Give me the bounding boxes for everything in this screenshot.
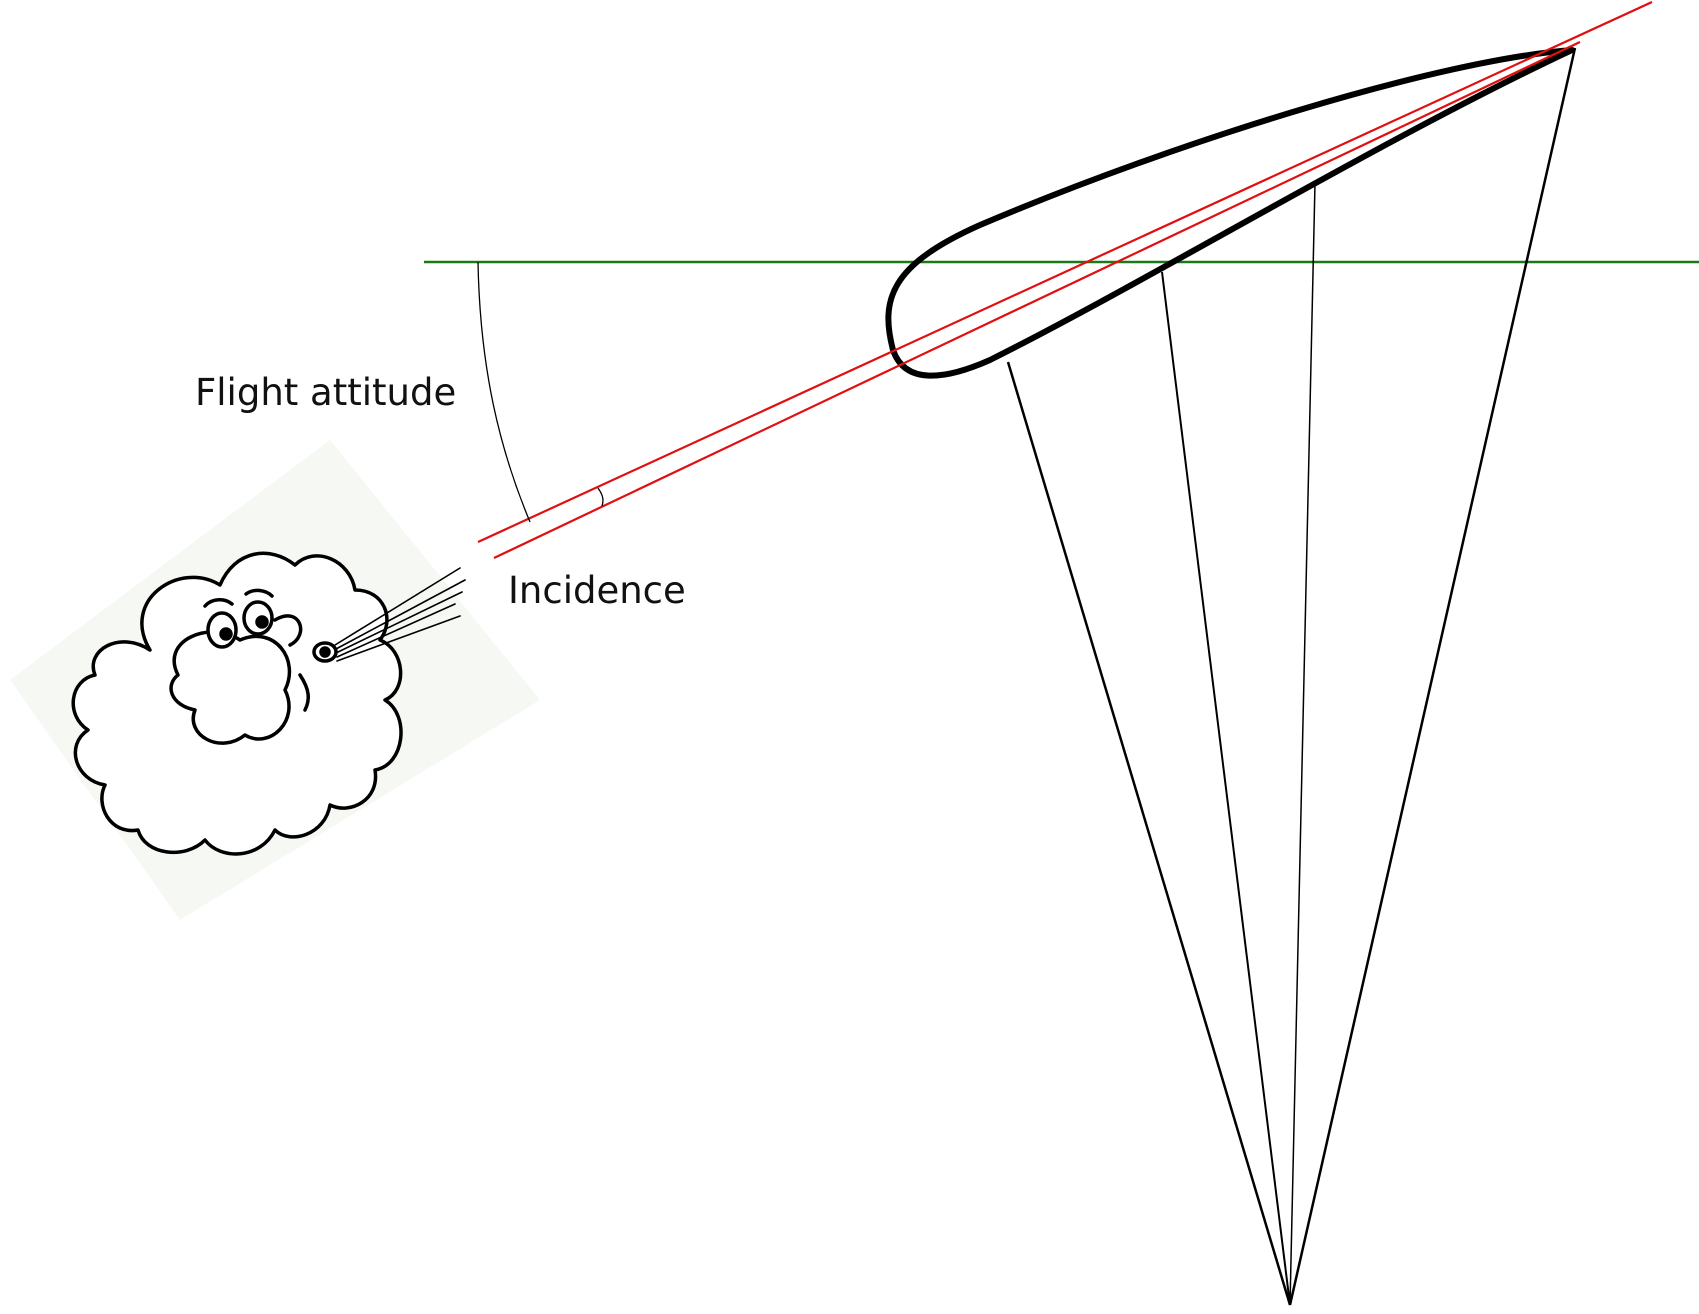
- incidence-label: Incidence: [508, 569, 686, 612]
- suspension-lines: [1006, 47, 1577, 1306]
- blowing-cloud-icon: [71, 551, 466, 856]
- wing-profile-icon: [885, 47, 1575, 379]
- flight-attitude-label: Flight attitude: [195, 371, 456, 414]
- flight-attitude-arc: [477, 261, 531, 523]
- incidence-reference-lines: [477, 1, 1653, 559]
- incidence-arc: [597, 487, 604, 507]
